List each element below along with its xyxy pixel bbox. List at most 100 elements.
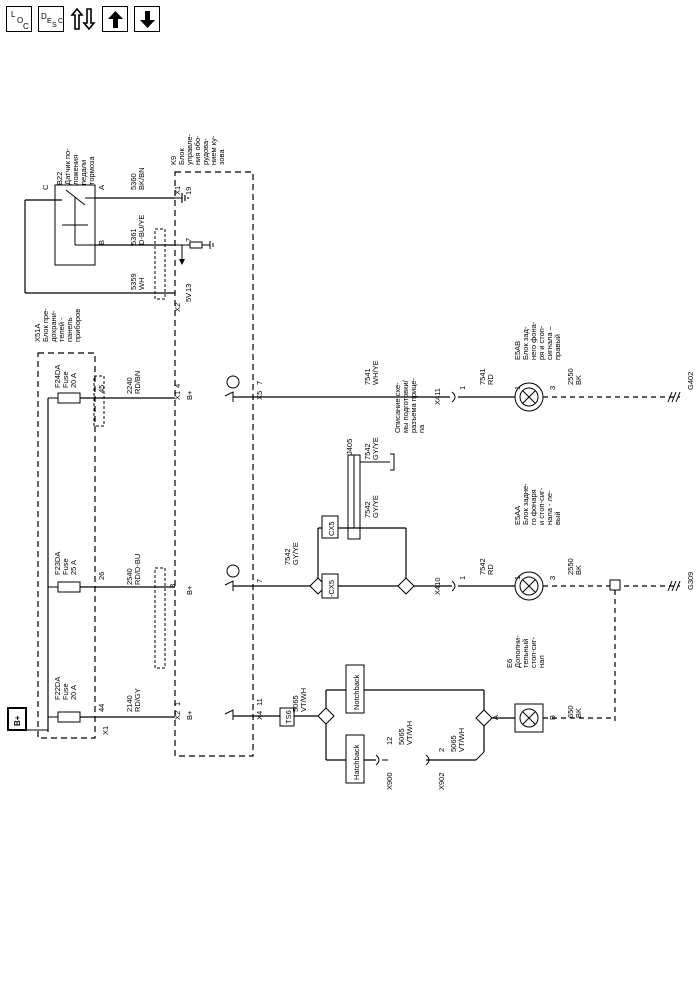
trailer-desc-line: мы подготовки/ bbox=[401, 379, 410, 433]
fuse-type: Fuse bbox=[61, 558, 70, 575]
module-bplus-label: B+ bbox=[185, 710, 194, 720]
wire-num: 7542 bbox=[478, 558, 487, 575]
lamp-desc-line: Блок задне- bbox=[521, 483, 530, 525]
fuse-block-desc-line: панель bbox=[65, 317, 74, 342]
swap-arrows-button[interactable] bbox=[70, 6, 96, 32]
module-id: K9 bbox=[169, 156, 178, 165]
fuse-wire-color: RD/GY bbox=[133, 688, 142, 712]
ground-id: G309 bbox=[686, 572, 695, 590]
module-bplus-pin: 1 bbox=[173, 702, 182, 706]
swap-arrows-icon bbox=[70, 7, 96, 31]
wire-color: VT/WH bbox=[405, 721, 414, 745]
lamp-pin: B bbox=[548, 715, 557, 720]
fuse-block-conn: X1 bbox=[101, 726, 110, 735]
lamp-desc-line: него фона- bbox=[529, 321, 538, 360]
fuse-id: F24DA bbox=[53, 365, 62, 388]
module-out-pin: 7 bbox=[255, 579, 264, 583]
lamp-desc-line: Дополни- bbox=[513, 635, 522, 668]
wire-color: RD bbox=[486, 564, 495, 575]
module-k9: K9 Блок управле- ния обо- рудова- нием к… bbox=[154, 133, 264, 757]
sensor-pin-b: B bbox=[97, 240, 106, 245]
module-desc-line: ния обо- bbox=[193, 135, 202, 165]
module-out-pin: 11 bbox=[255, 698, 264, 706]
loc-letter-o: O bbox=[17, 16, 23, 25]
fuse-block-desc-line: приборов bbox=[73, 309, 82, 342]
trailer-id: J405 bbox=[345, 439, 354, 455]
wire-color: GY/YE bbox=[291, 542, 300, 565]
wire-color: RD bbox=[486, 374, 495, 385]
lamp-desc-line: го фонаря bbox=[529, 489, 538, 525]
lamp-id: E5AA bbox=[513, 506, 522, 525]
sensor-pin-a: A bbox=[97, 185, 106, 190]
ground-id: G402 bbox=[686, 372, 695, 390]
fuse-block-desc-line: дохрани- bbox=[49, 310, 58, 342]
brake-pedal-sensor-b22: B22 Датчик по- ложения педали тормоза C … bbox=[24, 148, 175, 294]
connector-pin: 2 bbox=[437, 748, 446, 752]
wire-num: 7541 bbox=[478, 368, 487, 385]
wire-color: BK bbox=[574, 375, 583, 385]
fuse-wire: 2240 bbox=[125, 377, 134, 394]
trailer-connector-j405: CX5 -CX5 J405 7542 GY/YE 7542 GY/YE Опис… bbox=[309, 377, 426, 599]
lamp-desc-line: правый bbox=[553, 334, 562, 360]
wire-color: VT/WH bbox=[457, 728, 466, 752]
module-pin-x2: X2 bbox=[173, 303, 182, 312]
wire-num: 2550 bbox=[566, 558, 575, 575]
lamp-desc-line: и стоп-сиг- bbox=[537, 487, 546, 525]
connector-pin: 1 bbox=[458, 386, 467, 390]
fuse-wire-color: RD/BN bbox=[133, 371, 142, 394]
connector-id: X900 bbox=[385, 772, 394, 790]
module-desc-line: управле- bbox=[185, 133, 194, 165]
toolbar: L O C D E S C bbox=[6, 6, 160, 36]
lamp-id: E6 bbox=[505, 659, 514, 668]
cx5-top: CX5 bbox=[327, 521, 336, 536]
wire-color: BK bbox=[574, 565, 583, 575]
module-bplus-label: B+ bbox=[185, 585, 194, 595]
lamp-desc-line: вый bbox=[553, 511, 562, 525]
fuse-pin: 26 bbox=[97, 572, 106, 580]
lamp-pin: 1 bbox=[513, 386, 522, 390]
wire-5361-color: D-BU/YE bbox=[137, 215, 146, 245]
module-pin-7: 7 bbox=[184, 238, 193, 242]
loc-letter-c: C bbox=[23, 22, 29, 31]
fuse-rating: 25 A bbox=[69, 560, 78, 575]
wire-color: VT/WH bbox=[299, 688, 308, 712]
right-tail-lamp-e5ab: 7541 WH/YE X411 1 7541 RD 1 3 E5AB Блок … bbox=[363, 321, 695, 412]
wire-5359-color: WH bbox=[137, 278, 146, 291]
lamp-desc-line: тельный bbox=[521, 639, 530, 668]
sensor-desc-line: ложения bbox=[71, 155, 80, 185]
sensor-id: B22 bbox=[55, 172, 64, 185]
location-button[interactable]: L O C bbox=[6, 6, 32, 32]
fuse-id: F22DA bbox=[53, 677, 62, 700]
page-up-button[interactable] bbox=[102, 6, 128, 32]
wire-color: BK bbox=[574, 708, 583, 718]
module-pin-x1: X1 bbox=[173, 186, 182, 195]
trailer-desc-line: па bbox=[417, 424, 426, 433]
arrow-up-icon bbox=[108, 11, 123, 28]
module-output-switches bbox=[224, 375, 450, 720]
page-down-button[interactable] bbox=[134, 6, 160, 32]
chmsl-e6: TS6 Notchback Hatchback 5065 VT/WH X900 … bbox=[279, 635, 615, 790]
wire-color: WH/YE bbox=[371, 360, 380, 385]
wire-color: GY/YE bbox=[371, 437, 380, 460]
module-pin-13: 13 bbox=[184, 284, 193, 292]
description-button[interactable]: D E S C bbox=[38, 6, 64, 32]
lamp-desc-line: нала - ле- bbox=[545, 490, 554, 525]
lamp-desc-line: Блок зад- bbox=[521, 326, 530, 360]
fuse-pin: 44 bbox=[97, 704, 106, 712]
wire-num: 5065 bbox=[449, 735, 458, 752]
cx5-bottom: -CX5 bbox=[327, 580, 336, 597]
fuse-id: F23DA bbox=[53, 552, 62, 575]
fuse-wire-color: RD/D-BU bbox=[133, 554, 142, 585]
wire-5360-color: BK/BN bbox=[137, 167, 146, 190]
fuse-block-x51a: X51A Блок пре- дохрани- телей - панель п… bbox=[7, 308, 175, 739]
wire-num: 650 bbox=[566, 705, 575, 718]
desc-letter-e: E bbox=[47, 18, 52, 25]
module-bplus-conn: X2 bbox=[173, 711, 182, 720]
module-out-conn: X5 bbox=[255, 391, 264, 400]
connector-id: X411 bbox=[433, 388, 442, 405]
fuse-wire: 2540 bbox=[125, 568, 134, 585]
lamp-desc-line: сигнала – bbox=[545, 325, 554, 360]
sensor-pin-c: C bbox=[41, 184, 50, 190]
lamp-pin: A bbox=[491, 715, 500, 720]
